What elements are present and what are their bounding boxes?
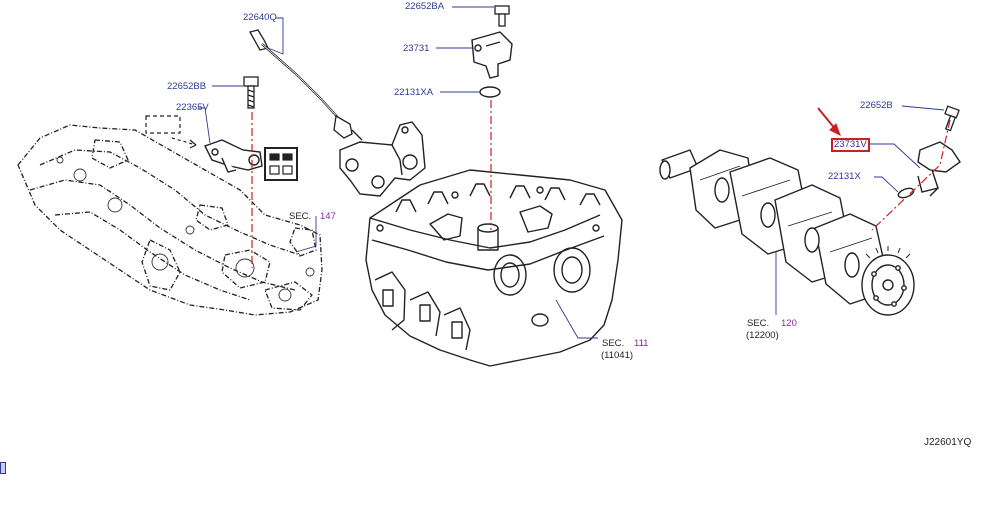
transmission-housing xyxy=(17,124,323,316)
sec-120-number: 120 xyxy=(781,318,797,329)
sensor-23731 xyxy=(471,31,513,79)
label-22652b: 22652B xyxy=(860,100,893,111)
cylinder-head xyxy=(365,169,623,367)
sensor-22365v xyxy=(204,139,263,173)
sec-147-number: 147 xyxy=(320,211,336,222)
label-22652bb: 22652BB xyxy=(167,81,207,92)
sec-120-label: SEC. xyxy=(747,318,770,329)
label-22131x: 22131X xyxy=(828,171,861,182)
label-22640q: 22640Q xyxy=(243,12,277,23)
sec-111-number: 111 xyxy=(634,338,649,349)
sec-120-subcode: (12200) xyxy=(746,330,779,341)
sec-147-label: SEC. xyxy=(289,211,312,222)
oring-22131x xyxy=(897,187,915,199)
corner-marker[interactable] xyxy=(0,462,6,474)
crankshaft xyxy=(659,149,915,316)
crankshaft-web-lines xyxy=(699,165,873,253)
bolt-22652bb xyxy=(243,76,259,109)
label-22365v: 22365V xyxy=(176,102,209,113)
transmission-detail xyxy=(56,156,315,302)
label-22652ba: 22652BA xyxy=(405,1,445,12)
label-23731: 23731 xyxy=(403,43,430,54)
oring-22131xa xyxy=(479,86,501,98)
connector-bracket xyxy=(145,115,298,181)
exhaust-flange xyxy=(339,121,426,197)
centerline-right xyxy=(871,119,951,231)
sec-111-subcode: (11041) xyxy=(601,350,634,361)
diagram-code: J22601YQ xyxy=(924,437,972,448)
bolt-22652b xyxy=(944,105,960,132)
highlight-arrow xyxy=(817,107,841,137)
sensor-23731v xyxy=(917,141,961,197)
label-23731v: 23731V xyxy=(831,138,870,152)
leader-lines xyxy=(198,6,945,339)
bolt-22652ba xyxy=(494,5,510,27)
sensor-22640q xyxy=(249,29,363,141)
sec-111-label: SEC. xyxy=(602,338,625,349)
label-22131xa: 22131XA xyxy=(394,87,434,98)
